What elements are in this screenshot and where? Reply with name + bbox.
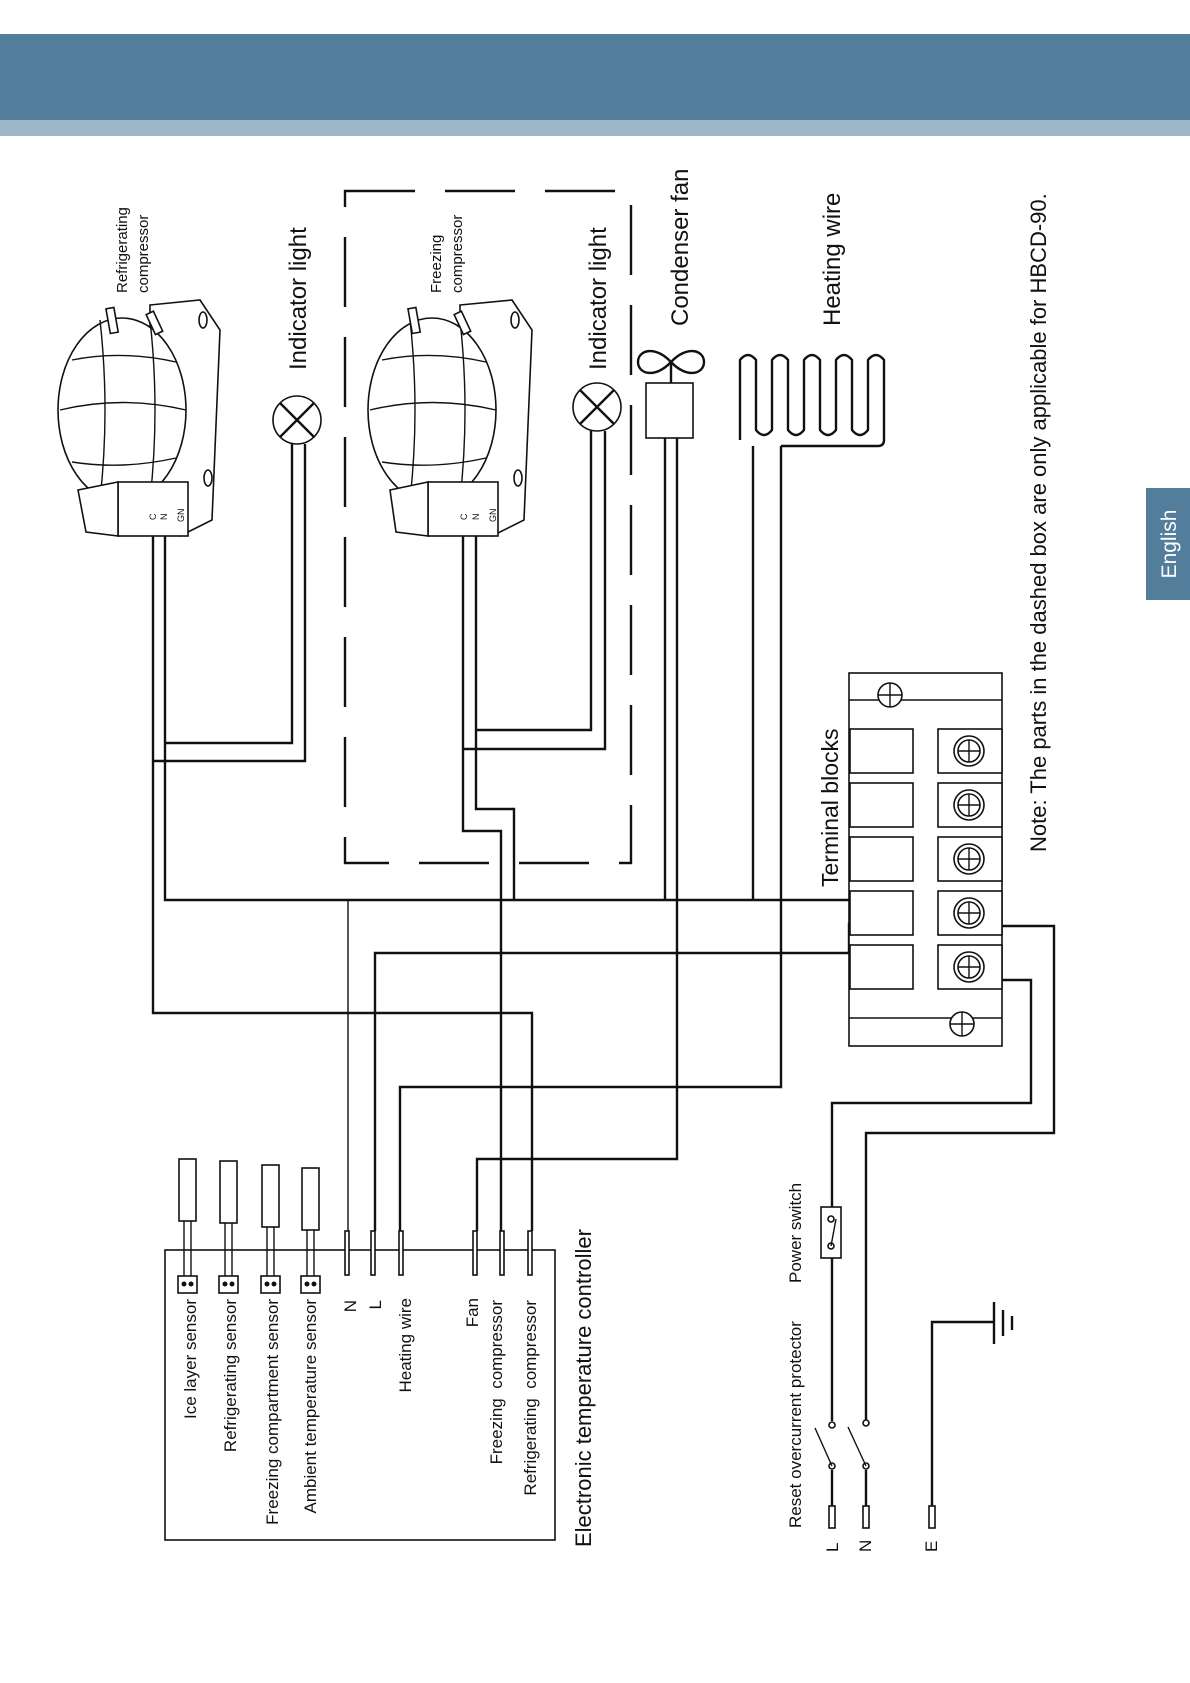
sensor-probe-icon (218, 1160, 239, 1294)
plug-pins-icon (828, 1505, 936, 1529)
compressor1-terminal-gn: GN (176, 509, 186, 523)
compressor2-terminal-c: C (459, 513, 469, 520)
dashed-box (343, 189, 633, 865)
condenser-fan-icon (636, 349, 706, 439)
controller-terminal-refrigerating-compressor: Refrigerating compressor (521, 1300, 540, 1496)
temperature-controller-box (164, 1249, 556, 1541)
ground-icon (992, 1302, 1014, 1344)
wires (151, 431, 1056, 1506)
terminal-slot (849, 782, 1003, 828)
freezing-compressor-label: Freezing (428, 235, 445, 293)
controller-pin (398, 1230, 404, 1276)
terminal-slot (849, 728, 1003, 774)
terminal-block-icon (848, 672, 1003, 1047)
controller-sensor-refrigerating: Refrigerating sensor (221, 1299, 240, 1452)
note-text: Note: The parts in the dashed box are on… (1026, 193, 1051, 852)
terminal-slot (849, 944, 1003, 990)
freezing-compressor-label-2: compressor (449, 215, 466, 293)
power-switch-icon[interactable] (820, 1206, 842, 1259)
compressor2-terminal-gn: GN (488, 509, 498, 523)
controller-terminal-freezing-compressor: Freezing compressor (487, 1300, 506, 1465)
controller-title: Electronic temperature controller (571, 1229, 596, 1547)
refrigerating-compressor-label-2: compressor (135, 215, 152, 293)
condenser-fan-label: Condenser fan (667, 169, 694, 326)
compressor2-terminal-n: N (471, 514, 481, 521)
controller-terminal-l: L (366, 1300, 385, 1309)
header-band (0, 34, 1190, 120)
controller-sensor-ice-layer: Ice layer sensor (181, 1299, 200, 1419)
controller-sensor-freezing-compartment: Freezing compartment sensor (263, 1299, 282, 1525)
indicator-light-2-icon (572, 382, 622, 432)
power-switch-label: Power switch (786, 1183, 805, 1283)
indicator-light-1-icon (272, 395, 322, 445)
terminal-slot (849, 890, 1003, 936)
indicator-light-1-label: Indicator light (285, 227, 312, 370)
controller-pin (527, 1230, 533, 1276)
controller-terminal-heating-wire: Heating wire (396, 1298, 415, 1393)
indicator-light-2-label: Indicator light (585, 227, 612, 370)
controller-sensor-ambient: Ambient temperature sensor (301, 1299, 320, 1514)
refrigerating-compressor-label: Refrigerating (114, 207, 131, 293)
supply-e-label: E (922, 1541, 941, 1552)
sensor-probe-icon (300, 1167, 321, 1294)
terminal-slot (849, 836, 1003, 882)
controller-terminal-n: N (341, 1300, 360, 1312)
overcurrent-protector-icon[interactable] (814, 1419, 870, 1470)
supply-l-label: L (823, 1543, 842, 1552)
language-tab-label[interactable]: English (1158, 510, 1181, 579)
controller-pin (344, 1230, 350, 1276)
controller-pin (370, 1230, 376, 1276)
sensor-probe-icon (177, 1158, 198, 1294)
controller-pin (472, 1230, 478, 1276)
reset-protector-label: Reset overcurrent protector (786, 1321, 805, 1528)
controller-pin (499, 1230, 505, 1276)
controller-terminal-fan: Fan (463, 1298, 482, 1327)
freezing-compressor-icon (367, 299, 533, 537)
heating-wire-icon (738, 353, 886, 448)
compressor1-terminal-n: N (159, 514, 169, 521)
header-stripe (0, 120, 1190, 136)
heating-wire-label: Heating wire (819, 193, 846, 326)
compressor1-terminal-c: C (148, 513, 158, 520)
supply-n-label: N (856, 1540, 875, 1552)
refrigerating-compressor-icon (57, 299, 221, 537)
sensor-probe-icon (260, 1164, 281, 1294)
terminal-blocks-label: Terminal blocks (817, 729, 843, 888)
language-tab[interactable]: English (1146, 488, 1190, 600)
